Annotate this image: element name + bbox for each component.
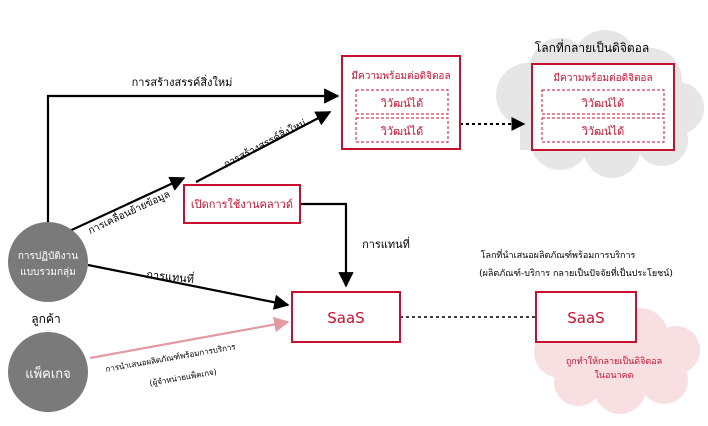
label-create-top: การสร้างสรรค์สิ่งใหม่ xyxy=(132,74,233,89)
future-digital-line2: ในอนาคต xyxy=(594,370,633,381)
saas-label: SaaS xyxy=(327,309,364,327)
cloud-enable-label: เปิดการใช้งานคลาวด์ xyxy=(191,198,293,211)
future-digital-line1: ถูกทำให้กลายเป็นดิจิตอล xyxy=(566,354,662,367)
evolvable-label: วิวัฒน์ได้ xyxy=(581,97,624,110)
label-move-data: การเคลื่อนย้ายข้อมูล xyxy=(85,186,172,236)
digital-ready-title: มีความพร้อมต่อดิจิตอล xyxy=(553,72,652,84)
evolvable-label: วิวัฒน์ได้ xyxy=(380,97,423,110)
digital-ready-title: มีความพร้อมต่อดิจิตอล xyxy=(351,70,450,82)
package-offer-line1: การนำเสนอผลิตภัณฑ์พร้อมการบริการ xyxy=(105,341,237,374)
service-world-line2: (ผลิตภัณฑ์-บริการ กลายเป็นปัจจัยที่เป็นป… xyxy=(479,266,673,279)
digital-world-title: โลกที่กลายเป็นดิจิตอล xyxy=(535,39,649,55)
arrow-operations-to-saas xyxy=(87,263,290,310)
arrow-to-top-box xyxy=(46,88,340,228)
package-circle: แพ็คเกจ xyxy=(8,332,88,412)
arrow-cloud-to-top-box xyxy=(195,111,332,183)
saas-box-right: SaaS xyxy=(535,291,637,343)
saas-box-left: SaaS xyxy=(291,291,401,343)
cloud-enable-box: เปิดการใช้งานคลาวด์ xyxy=(183,184,301,224)
arrow-cloud-to-saas xyxy=(300,202,354,288)
operations-line2: แบบรวมกลุ่ม xyxy=(20,267,76,278)
evolvable-label: วิวัฒน์ได้ xyxy=(581,125,624,138)
label-create-diagonal: การสร้างสรรค์สิ่งใหม่ xyxy=(221,115,308,170)
arrow-to-cloud-box xyxy=(49,176,186,241)
label-replace-mid: การแทนที่ xyxy=(146,266,195,286)
digital-ready-box-left: มีความพร้อมต่อดิจิตอล วิวัฒน์ได้ วิวัฒน์… xyxy=(341,55,461,150)
evolvable-label: วิวัฒน์ได้ xyxy=(380,125,423,138)
operations-circle: การปฏิบัติงาน แบบรวมกลุ่ม xyxy=(8,222,88,302)
package-offer-line2: (ผู้จำหน่ายแพ็คเกจ) xyxy=(149,366,218,389)
arrow-package-to-saas xyxy=(89,316,290,360)
saas-label: SaaS xyxy=(567,309,604,327)
service-world-line1: โลกที่นำเสนอผลิตภัณฑ์พร้อมการบริการ xyxy=(481,248,636,261)
package-label: แพ็คเกจ xyxy=(25,364,71,382)
operations-line1: การปฏิบัติงาน xyxy=(18,251,78,262)
digital-ready-box-right: มีความพร้อมต่อดิจิตอล วิวัฒน์ได้ วิวัฒน์… xyxy=(531,63,675,151)
label-replace-down: การแทนที่ xyxy=(362,236,410,251)
future-digital-cloud xyxy=(534,308,700,414)
customer-label: ลูกค้า xyxy=(31,312,60,327)
